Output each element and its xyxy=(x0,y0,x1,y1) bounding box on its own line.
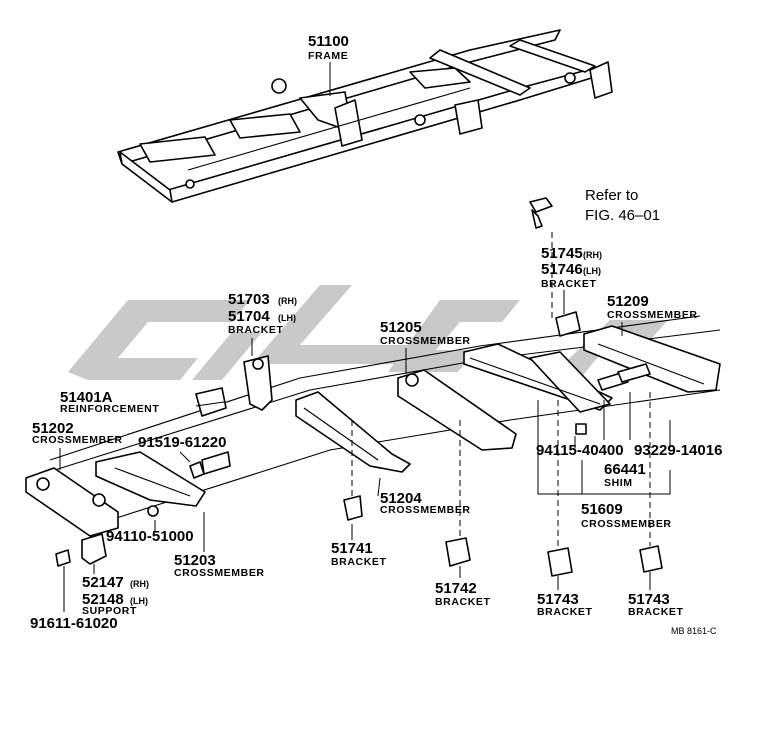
bracket-icon xyxy=(529,197,553,229)
refer-to-text: Refer to xyxy=(585,187,638,204)
bracket-51741 xyxy=(343,495,363,521)
label-51743-first: 51743 xyxy=(537,591,579,608)
label-51203: 51203 xyxy=(174,552,216,569)
label-frame: FRAME xyxy=(308,50,348,62)
label-51741: 51741 xyxy=(331,540,373,557)
label-51746: 51746 xyxy=(541,261,583,278)
refer-fig-text: FIG. 46–01 xyxy=(585,207,660,224)
label-52147: 52147 xyxy=(82,574,124,591)
label-51609-crossmember: CROSSMEMBER xyxy=(581,518,672,530)
support-52147 xyxy=(81,533,107,565)
label-51704-side: (LH) xyxy=(278,313,296,323)
label-94115-40400: 94115-40400 xyxy=(536,442,624,459)
label-51204: 51204 xyxy=(380,490,422,507)
label-51609: 51609 xyxy=(581,501,623,518)
label-51742-bracket: BRACKET xyxy=(435,596,491,608)
label-51703-side: (RH) xyxy=(278,296,297,306)
label-51743-second-bracket: BRACKET xyxy=(628,606,684,618)
label-51202-crossmember: CROSSMEMBER xyxy=(32,434,123,446)
label-51209-crossmember: CROSSMEMBER xyxy=(607,309,698,321)
label-support: SUPPORT xyxy=(82,605,137,617)
label-51704: 51704 xyxy=(228,308,270,325)
label-52148: 52148 xyxy=(82,591,124,608)
label-51742: 51742 xyxy=(435,580,477,597)
label-51745: 51745 xyxy=(541,245,583,262)
shim-66441 xyxy=(575,363,651,435)
label-66441: 66441 xyxy=(604,461,646,478)
bolt-91519 xyxy=(189,451,231,479)
label-52148-side: (LH) xyxy=(130,596,148,606)
bracket-51745 xyxy=(555,311,581,337)
label-51703-bracket: BRACKET xyxy=(228,324,284,336)
label-51746-side: (LH) xyxy=(583,266,601,276)
crossmember-51209 xyxy=(583,325,721,393)
label-51204-crossmember: CROSSMEMBER xyxy=(380,504,471,516)
label-51741-bracket: BRACKET xyxy=(331,556,387,568)
label-51205: 51205 xyxy=(380,319,422,336)
label-51743-second: 51743 xyxy=(628,591,670,608)
label-52147-side: (RH) xyxy=(130,579,149,589)
label-91611-61020: 91611-61020 xyxy=(30,615,118,632)
label-51745-side: (RH) xyxy=(583,250,602,260)
bracket-51743a xyxy=(547,547,573,577)
crossmember-51609 xyxy=(463,343,613,413)
label-51205-crossmember: CROSSMEMBER xyxy=(380,335,471,347)
frame-assembly xyxy=(117,29,613,203)
crossmember-51205 xyxy=(397,369,517,451)
label-94110-51000: 94110-51000 xyxy=(106,528,194,545)
bolt-91611 xyxy=(55,549,71,567)
bracket-51743b xyxy=(639,545,663,573)
crossmember-51203 xyxy=(95,451,206,507)
label-shim: SHIM xyxy=(604,477,633,489)
nut-94110 xyxy=(147,505,159,517)
label-51745-bracket: BRACKET xyxy=(541,278,597,290)
bracket-51742 xyxy=(445,537,471,567)
label-51209: 51209 xyxy=(607,293,649,310)
label-51743-first-bracket: BRACKET xyxy=(537,606,593,618)
installation-lines xyxy=(351,232,651,548)
label-91519-61220: 91519-61220 xyxy=(138,434,226,451)
crossmember-51202 xyxy=(25,467,119,537)
leader-lines xyxy=(59,62,671,612)
label-51401a: 51401A xyxy=(60,389,113,406)
reinforcement-51401a xyxy=(195,387,227,417)
label-51703: 51703 xyxy=(228,291,270,308)
label-51100: 51100 xyxy=(308,33,349,50)
label-51203-crossmember: CROSSMEMBER xyxy=(174,567,265,579)
bracket-51703 xyxy=(243,355,273,411)
label-93229-14016: 93229-14016 xyxy=(634,442,722,459)
crossmember-51204 xyxy=(295,391,411,473)
figure-code: MB 8161-C xyxy=(671,626,717,636)
label-reinforcement: REINFORCEMENT xyxy=(60,403,159,415)
label-51202: 51202 xyxy=(32,420,74,437)
